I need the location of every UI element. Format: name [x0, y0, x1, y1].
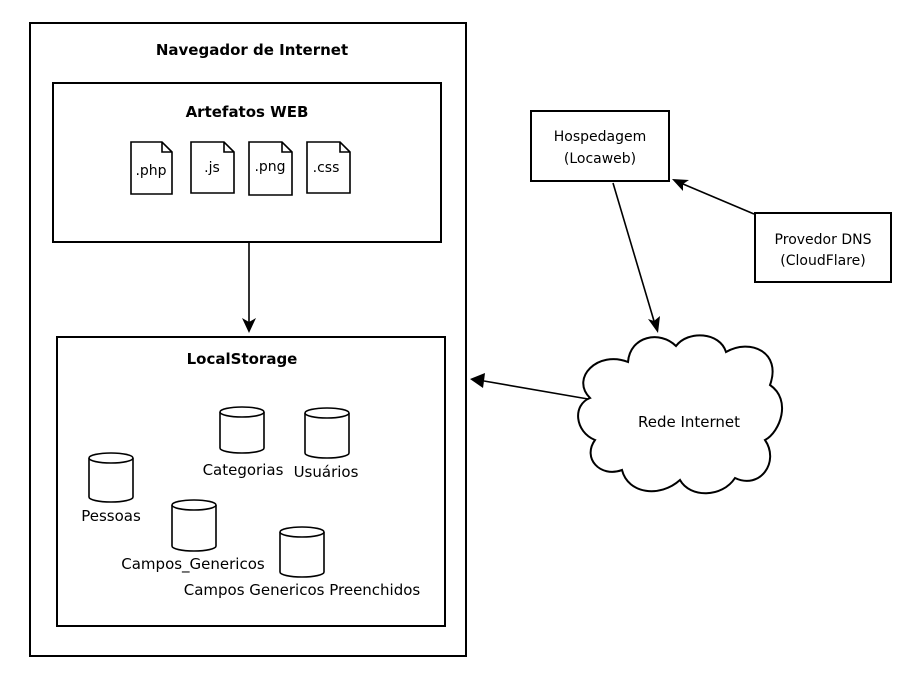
store-label-pessoas: Pessoas [81, 507, 141, 525]
file-label-png: .png [254, 159, 285, 175]
artifacts-to-storage-arrow [242, 243, 256, 333]
database-pessoas-icon [88, 452, 134, 503]
dns-box: Provedor DNS (CloudFlare) [754, 212, 892, 283]
database-campos-preenchidos-icon [279, 526, 325, 578]
file-label-php: .php [135, 163, 166, 179]
dns-line1: Provedor DNS [775, 232, 872, 248]
artifacts-box: Artefatos WEB .php .js .png .css [52, 82, 442, 243]
store-label-categorias: Categorias [203, 461, 284, 479]
internet-cloud-icon: Rede Internet [577, 334, 783, 495]
hosting-line2: (Locaweb) [564, 151, 636, 167]
store-label-campos-preenchidos: Campos Genericos Preenchidos [184, 581, 421, 599]
store-label-campos-genericos: Campos_Genericos [121, 555, 265, 574]
php-file-icon: .php [130, 141, 173, 195]
file-label-js: .js [204, 160, 220, 176]
hosting-box: Hospedagem (Locaweb) [530, 110, 670, 182]
browser-title: Navegador de Internet [156, 41, 348, 59]
database-campos-genericos-icon [171, 499, 217, 552]
localstorage-title: LocalStorage [187, 350, 298, 368]
localstorage-box: LocalStorage Categorias Usuários Pessoas… [56, 336, 446, 627]
file-label-css: .css [313, 160, 340, 176]
internet-label: Rede Internet [638, 413, 740, 431]
png-file-icon: .png [248, 141, 293, 196]
hosting-line1: Hospedagem [554, 129, 647, 145]
hosting-to-internet-arrow [612, 182, 660, 333]
database-categorias-icon [219, 406, 265, 454]
database-usuarios-icon [304, 407, 350, 459]
js-file-icon: .js [190, 141, 235, 194]
dns-line2: (CloudFlare) [780, 253, 866, 269]
dns-to-hosting-arrow [672, 179, 755, 215]
store-label-usuarios: Usuários [294, 463, 359, 481]
artifacts-title: Artefatos WEB [186, 103, 309, 121]
internet-to-browser-arrow [470, 373, 589, 400]
css-file-icon: .css [306, 141, 351, 194]
